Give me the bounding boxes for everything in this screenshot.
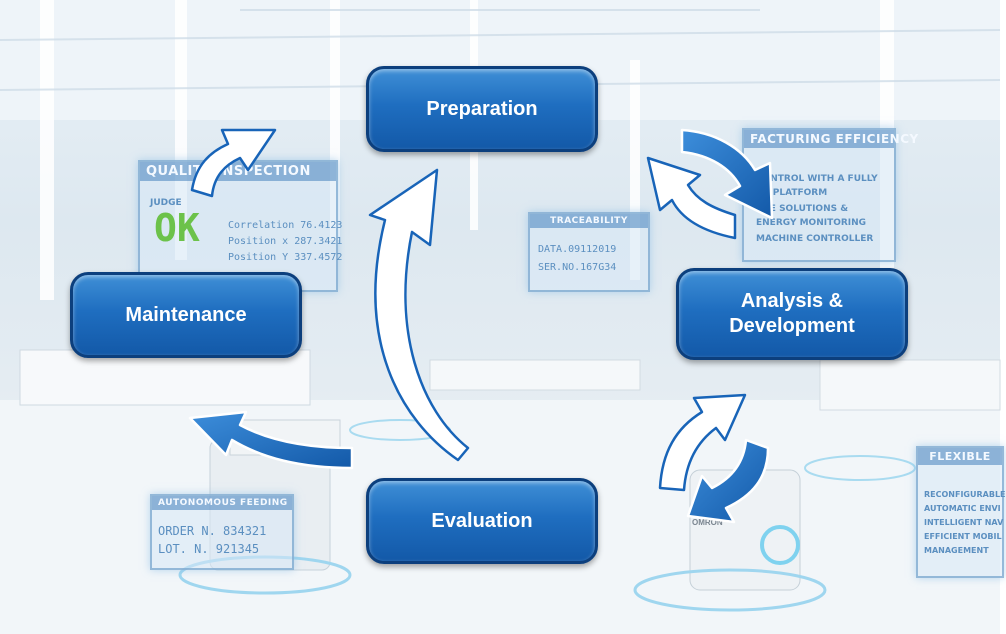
judge-label: JUDGE [150,198,182,208]
manufacturing-efficiency-panel: FACTURING EFFICIENCY CONTROL WITH A FULL… [742,128,918,262]
traceability-row: DATA.09112019 [538,244,617,255]
autonomous-row: ORDER N. 834321 [158,524,267,538]
node-maintenance-label: Maintenance [125,303,247,326]
traceability-row: SER.NO.167G34 [538,262,617,273]
robot-logo: OMRON [692,518,723,527]
autonomous-feeding-title: AUTONOMOUS FEEDING [152,496,292,510]
quality-inspection-title: QUALITY INSPECTION [140,162,336,181]
manufacturing-row: ENERGY MONITORING [756,218,867,228]
flexible-row: AUTOMATIC ENVI [924,504,1001,513]
node-evaluation-label: Evaluation [431,509,533,532]
node-preparation: Preparation [366,66,598,152]
autonomous-feeding-panel: AUTONOMOUS FEEDING ORDER N. 834321 LOT. … [150,494,294,570]
manufacturing-row: OEE SOLUTIONS & [756,204,849,214]
manufacturing-efficiency-title: FACTURING EFFICIENCY [744,130,918,148]
quality-inspection-panel: QUALITY INSPECTION JUDGE OK Correlation … [138,160,342,292]
ok-result: OK [154,206,200,250]
node-preparation-label: Preparation [426,97,538,120]
manufacturing-row: MACHINE CONTROLLER [756,234,874,244]
quality-row: Position Y 337.4572 [228,252,343,263]
flexible-title: FLEXIBLE [918,448,1002,465]
manufacturing-row: CONTROL WITH A FULLY [756,174,878,184]
flexible-row: RECONFIGURABLE [924,490,1006,499]
flexible-row: MANAGEMENT [924,546,989,555]
traceability-panel: TRACEABILITY DATA.09112019 SER.NO.167G34 [528,212,650,292]
node-analysis-development: Analysis & Development [676,268,908,360]
node-maintenance: Maintenance [70,272,302,358]
flexible-row: INTELLIGENT NAV [924,518,1004,527]
manufacturing-row: ED PLATFORM [756,188,828,198]
traceability-title: TRACEABILITY [530,214,648,228]
autonomous-row: LOT. N. 921345 [158,542,260,556]
quality-row: Correlation 76.4123 [228,220,343,231]
flexible-row: EFFICIENT MOBIL [924,532,1002,541]
flexible-panel: FLEXIBLE RECONFIGURABLE AUTOMATIC ENVI I… [916,446,1006,578]
node-evaluation: Evaluation [366,478,598,564]
node-analysis-label: Analysis & Development [729,290,855,337]
quality-row: Position x 287.3421 [228,236,343,247]
